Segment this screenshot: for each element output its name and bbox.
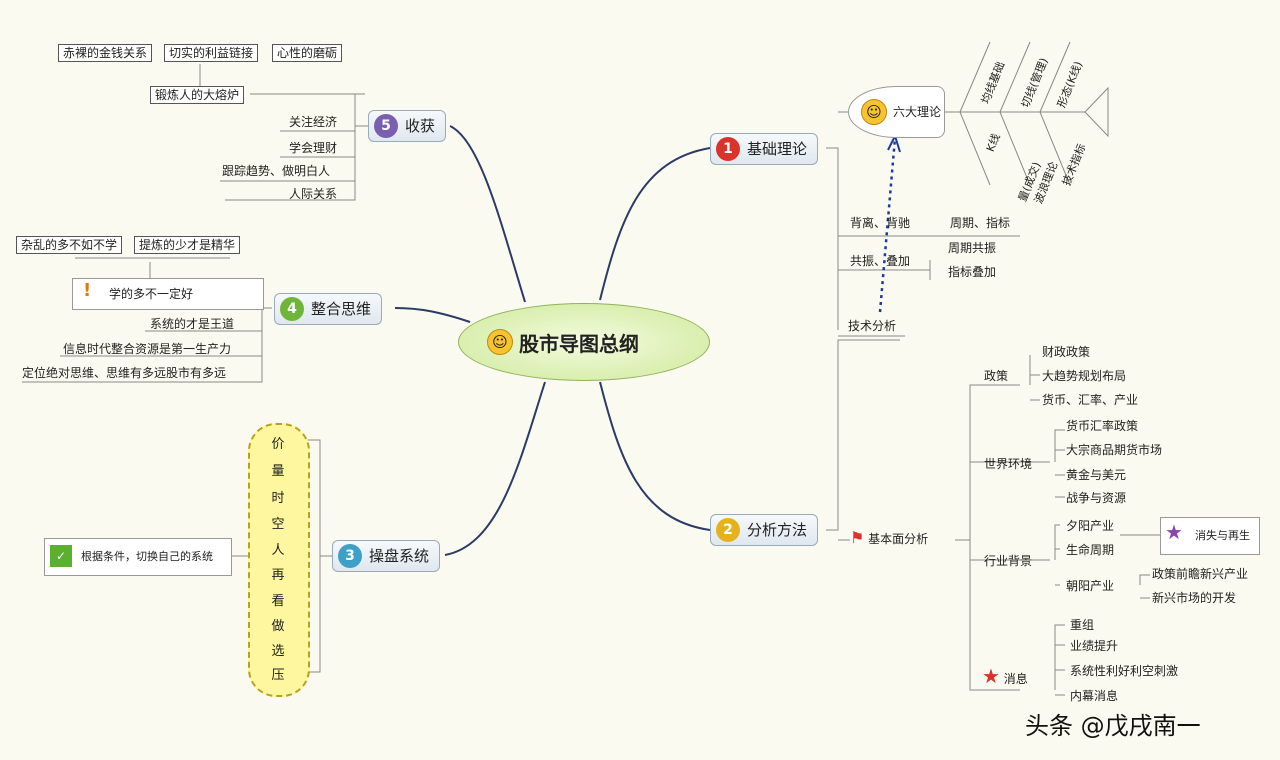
integrate-top-1[interactable]: 杂乱的多不如不学	[16, 236, 123, 254]
char-7: 看	[271, 594, 285, 609]
branch-harvest-label: 收获	[405, 117, 436, 135]
rebirth-node[interactable]: ★ 消失与再生	[1160, 517, 1260, 555]
exclamation-icon: !	[83, 280, 92, 301]
sunrise-item-1[interactable]: 政策前瞻新兴产业	[1152, 567, 1249, 581]
branch-operate-label: 操盘系统	[369, 547, 430, 565]
news-item-4[interactable]: 内幕消息	[1070, 689, 1119, 703]
harvest-item-3[interactable]: 跟踪趋势、做明白人	[222, 164, 331, 178]
world-item-3[interactable]: 黄金与美元	[1066, 468, 1127, 482]
branch-analysis-label: 分析方法	[747, 521, 808, 539]
watermark: 头条 @戊戌南一	[1025, 712, 1201, 740]
price-volume-group[interactable]	[248, 423, 310, 697]
char-9: 选	[271, 644, 285, 659]
learn-more-node[interactable]: ! 学的多不一定好	[72, 278, 264, 310]
policy-item-2[interactable]: 大趋势规划布局	[1042, 369, 1127, 383]
number-4-icon: 4	[280, 297, 304, 321]
rebirth-label: 消失与再生	[1195, 529, 1250, 542]
char-3: 时	[271, 491, 285, 506]
central-topic[interactable]: ☺ 股市导图总纲	[458, 303, 710, 381]
tech-analysis-node[interactable]: 技术分析	[848, 319, 897, 333]
cycle-resonance-node[interactable]: 周期共振	[948, 241, 997, 255]
harvest-top-3[interactable]: 心性的磨砺	[272, 44, 343, 62]
smile-icon: ☺	[861, 99, 887, 125]
central-topic-title: 股市导图总纲	[519, 332, 639, 356]
learn-more-label: 学的多不一定好	[109, 287, 194, 301]
char-8: 做	[271, 619, 285, 634]
number-3-icon: 3	[338, 544, 362, 568]
integrate-line-1[interactable]: 系统的才是王道	[150, 317, 235, 331]
world-item-1[interactable]: 货币汇率政策	[1066, 419, 1139, 433]
star-icon: ★	[982, 664, 1000, 688]
branch-operate-system[interactable]: 3 操盘系统	[332, 540, 441, 572]
smile-icon: ☺	[487, 329, 513, 355]
char-6: 再	[271, 568, 285, 583]
star-icon: ★	[1165, 520, 1183, 544]
number-5-icon: 5	[374, 114, 398, 138]
six-theory-node[interactable]: ☺ 六大理论	[848, 86, 945, 138]
news-label: 消息	[1003, 672, 1028, 686]
char-4: 空	[271, 517, 285, 532]
news-item-3[interactable]: 系统性利好利空刺激	[1070, 664, 1179, 678]
fundamental-node[interactable]: ⚑ 基本面分析	[850, 530, 928, 547]
checkbox-icon: ✓	[50, 545, 72, 567]
world-node[interactable]: 世界环境	[984, 457, 1033, 471]
news-item-1[interactable]: 重组	[1070, 618, 1095, 632]
sunrise-item-2[interactable]: 新兴市场的开发	[1152, 591, 1237, 605]
policy-node[interactable]: 政策	[984, 369, 1009, 383]
harvest-item-2[interactable]: 学会理财	[289, 141, 338, 155]
policy-item-1[interactable]: 财政政策	[1042, 345, 1091, 359]
integrate-top-2[interactable]: 提炼的少才是精华	[134, 236, 241, 254]
harvest-top-2[interactable]: 切实的利益链接	[164, 44, 259, 62]
six-theory-label: 六大理论	[893, 105, 942, 119]
branch-harvest[interactable]: 5 收获	[368, 110, 447, 142]
cycle-indicator-node[interactable]: 周期、指标	[950, 216, 1011, 230]
news-item-2[interactable]: 业绩提升	[1070, 639, 1119, 653]
char-5: 人	[271, 543, 285, 558]
news-node[interactable]: ★ 消息	[982, 666, 1028, 687]
char-2: 量	[271, 464, 285, 479]
switch-system-node[interactable]: ✓ 根据条件，切换自己的系统	[44, 538, 232, 576]
branch-analysis-method[interactable]: 2 分析方法	[710, 514, 819, 546]
char-10: 压	[271, 668, 285, 683]
world-item-2[interactable]: 大宗商品期货市场	[1066, 443, 1163, 457]
industry-item-2[interactable]: 生命周期	[1066, 543, 1115, 557]
resonance-node[interactable]: 共振、叠加	[850, 254, 911, 268]
harvest-top-1[interactable]: 赤裸的金钱关系	[58, 44, 153, 62]
char-1: 价	[271, 437, 285, 452]
harvest-item-4[interactable]: 人际关系	[289, 187, 338, 201]
divergence-node[interactable]: 背离、背驰	[850, 216, 911, 230]
industry-item-3[interactable]: 朝阳产业	[1066, 579, 1115, 593]
number-2-icon: 2	[716, 518, 740, 542]
switch-system-label: 根据条件，切换自己的系统	[81, 550, 213, 563]
branch-basic-label: 基础理论	[747, 140, 808, 158]
integrate-line-3[interactable]: 定位绝对思维、思维有多远股市有多远	[22, 366, 227, 380]
world-item-4[interactable]: 战争与资源	[1066, 491, 1127, 505]
harvest-item-1[interactable]: 关注经济	[289, 115, 338, 129]
industry-item-1[interactable]: 夕阳产业	[1066, 519, 1115, 533]
integrate-line-2[interactable]: 信息时代整合资源是第一生产力	[63, 342, 232, 356]
branch-integrate-label: 整合思维	[311, 300, 372, 318]
forge-node[interactable]: 锻炼人的大熔炉	[150, 86, 245, 104]
number-1-icon: 1	[716, 137, 740, 161]
branch-basic-theory[interactable]: 1 基础理论	[710, 133, 819, 165]
policy-item-3[interactable]: 货币、汇率、产业	[1042, 393, 1139, 407]
fundamental-label: 基本面分析	[868, 532, 929, 546]
flag-icon: ⚑	[850, 528, 865, 547]
indicator-overlay-node[interactable]: 指标叠加	[948, 265, 997, 279]
industry-node[interactable]: 行业背景	[984, 554, 1033, 568]
branch-integrate-thinking[interactable]: 4 整合思维	[274, 293, 383, 325]
